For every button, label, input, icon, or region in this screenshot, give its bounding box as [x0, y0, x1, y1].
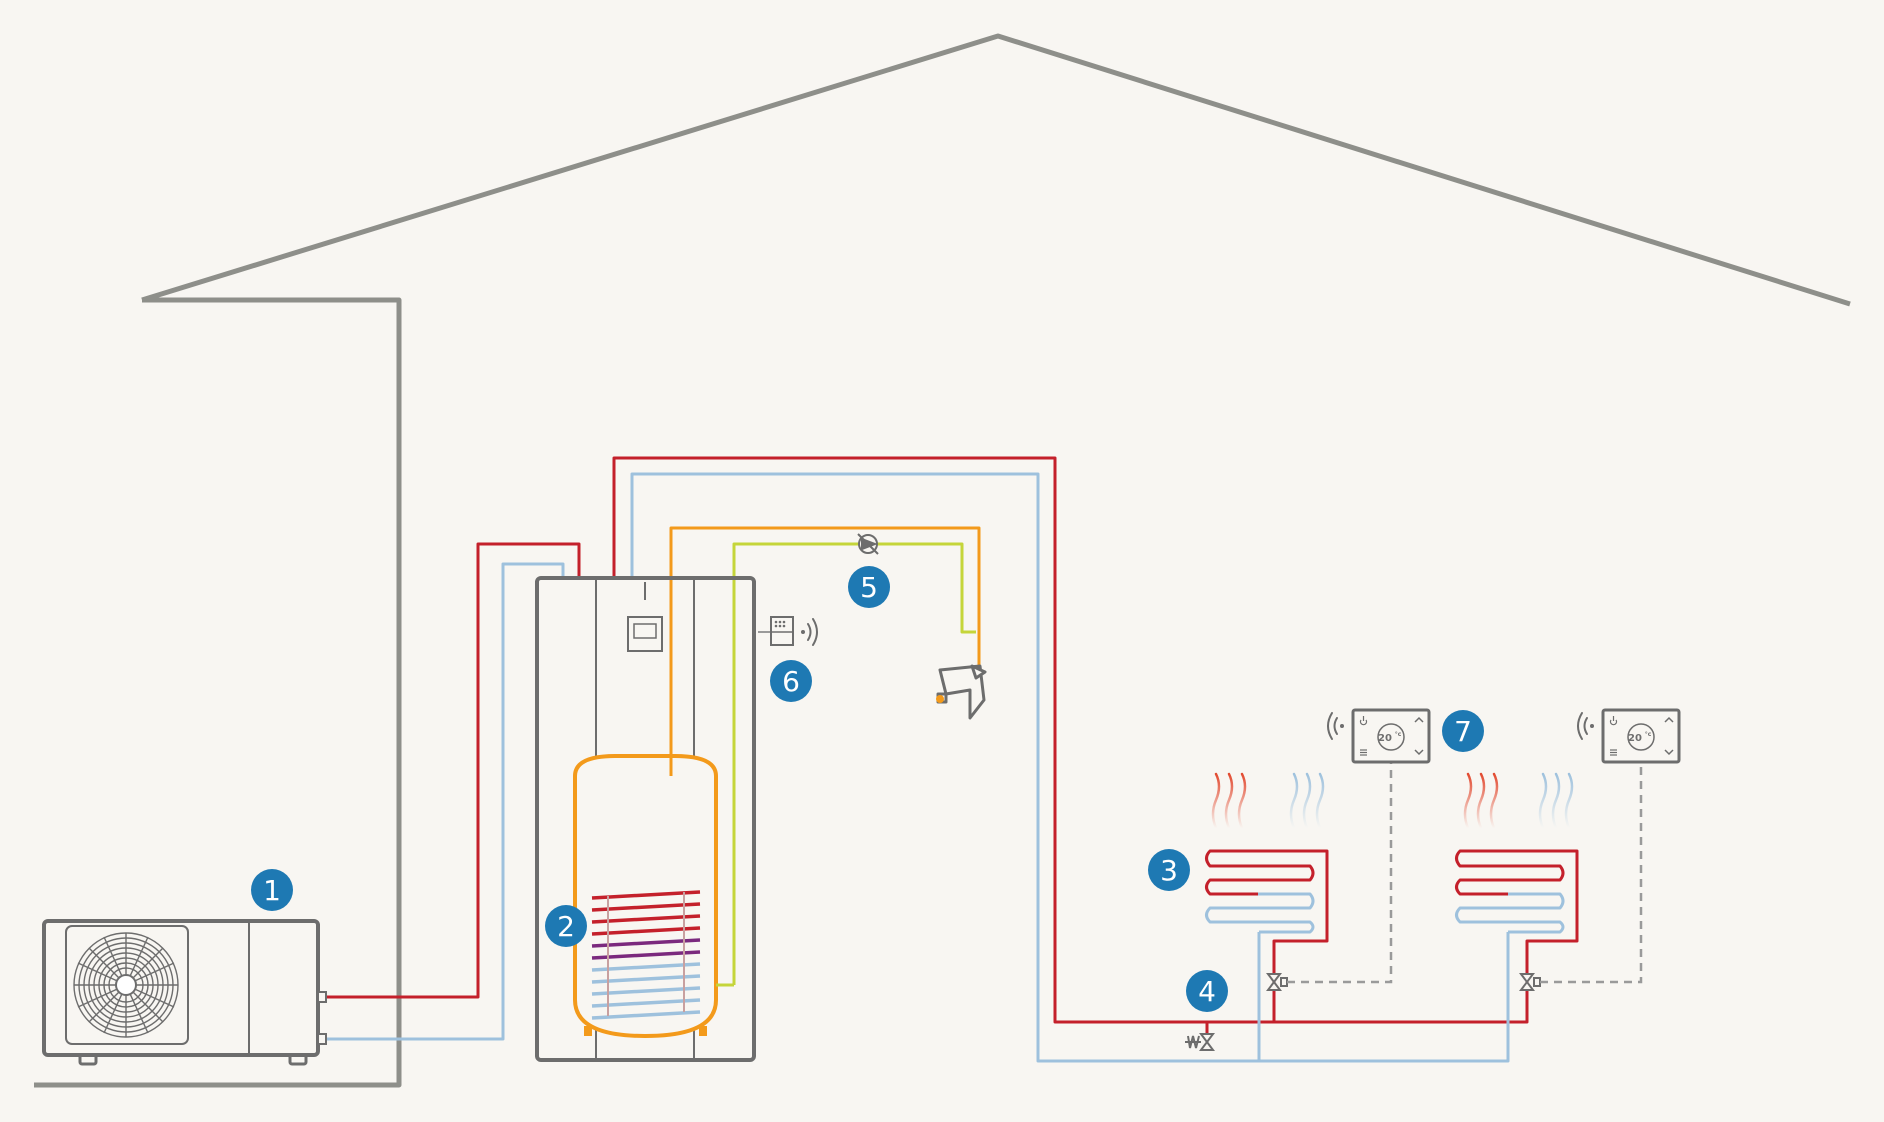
outdoor-unit-body: [42, 919, 320, 1057]
cool-emission-waves-1: [1289, 772, 1325, 830]
chevron-down-icon: [1664, 749, 1674, 756]
badge-4: 4: [1186, 970, 1228, 1012]
thermostat-dial: [1627, 723, 1655, 751]
thermostat-temperature: 20: [1628, 733, 1642, 744]
wireless-controller: [770, 616, 818, 646]
chevron-up-icon: [1414, 716, 1424, 723]
hot-water-pipe: [669, 526, 981, 758]
thermostat-body: [1351, 708, 1431, 764]
heat-emission-waves-2: [1463, 772, 1499, 830]
thermostat-temperature: 20: [1378, 733, 1392, 744]
room-thermostat-2: 20 °c: [1577, 708, 1681, 764]
svg-text:5: 5: [860, 571, 878, 604]
fan-icon: [73, 932, 179, 1038]
badge-6: 6: [770, 660, 812, 702]
thermostat-unit: °c: [1645, 731, 1652, 738]
zone-valve-1: [1266, 973, 1288, 991]
cool-emission-waves-2: [1538, 772, 1574, 830]
heating-return-pipe: [630, 472, 1510, 1063]
cylinder-coil: [591, 890, 701, 1020]
flow-pipe-outdoor: [325, 542, 581, 999]
badge-5: 5: [848, 566, 890, 608]
thermostat-dial: [1377, 723, 1405, 751]
house-wall: [34, 297, 402, 1088]
badge-3: 3: [1148, 849, 1190, 891]
heating-flow-pipe: [612, 456, 1529, 1024]
control-panel: [627, 616, 663, 652]
zone-valve-2: [1519, 973, 1541, 991]
power-icon: [1609, 716, 1618, 726]
pump-icon: [857, 533, 879, 555]
hot-water-cylinder: [573, 754, 734, 1039]
svg-text:1: 1: [263, 874, 281, 907]
thermostat-unit: °c: [1395, 731, 1402, 738]
underfloor-loop-1: [1205, 849, 1329, 982]
underfloor-loop-2: [1455, 849, 1579, 982]
chevron-down-icon: [1414, 749, 1424, 756]
indoor-unit-body: [535, 576, 756, 1062]
svg-text:3: 3: [1160, 854, 1178, 887]
outdoor-flow-connector: [317, 991, 327, 1003]
thermostat-control-lines: [1287, 762, 1643, 984]
controller-dots: [774, 620, 786, 628]
outdoor-heat-pump: [42, 919, 327, 1066]
fan-grille-frame: [65, 925, 189, 1045]
circulation-pipe: [732, 542, 976, 985]
menu-icon: [1360, 749, 1367, 756]
control-panel-screen: [633, 623, 657, 639]
svg-text:6: 6: [782, 665, 800, 698]
thermostat-body: [1601, 708, 1681, 764]
cylinder-foot-right: [699, 1026, 707, 1036]
tap-icon: [936, 664, 987, 720]
room-thermostat-1: 20 °c: [1327, 708, 1431, 764]
wifi-icon: [1577, 712, 1594, 740]
house-outline: [34, 33, 1851, 1088]
roof-line: [141, 33, 1851, 307]
heat-emission-waves-1: [1211, 772, 1247, 830]
badge-1: 1: [251, 869, 293, 911]
outdoor-return-connector: [317, 1033, 327, 1045]
mixing-valve: [1185, 1033, 1215, 1051]
chevron-up-icon: [1664, 716, 1674, 723]
wifi-icon: [801, 618, 818, 646]
svg-text:7: 7: [1454, 715, 1472, 748]
power-icon: [1359, 716, 1368, 726]
cylinder-foot-left: [584, 1026, 592, 1036]
pipework: [325, 456, 1529, 1063]
wifi-icon: [1327, 712, 1344, 740]
menu-icon: [1610, 749, 1617, 756]
badge-7: 7: [1442, 710, 1484, 752]
controller-box: [770, 616, 794, 646]
svg-text:2: 2: [557, 910, 575, 943]
badge-2: 2: [545, 905, 587, 947]
svg-text:4: 4: [1198, 975, 1216, 1008]
return-pipe-outdoor: [325, 562, 565, 1041]
